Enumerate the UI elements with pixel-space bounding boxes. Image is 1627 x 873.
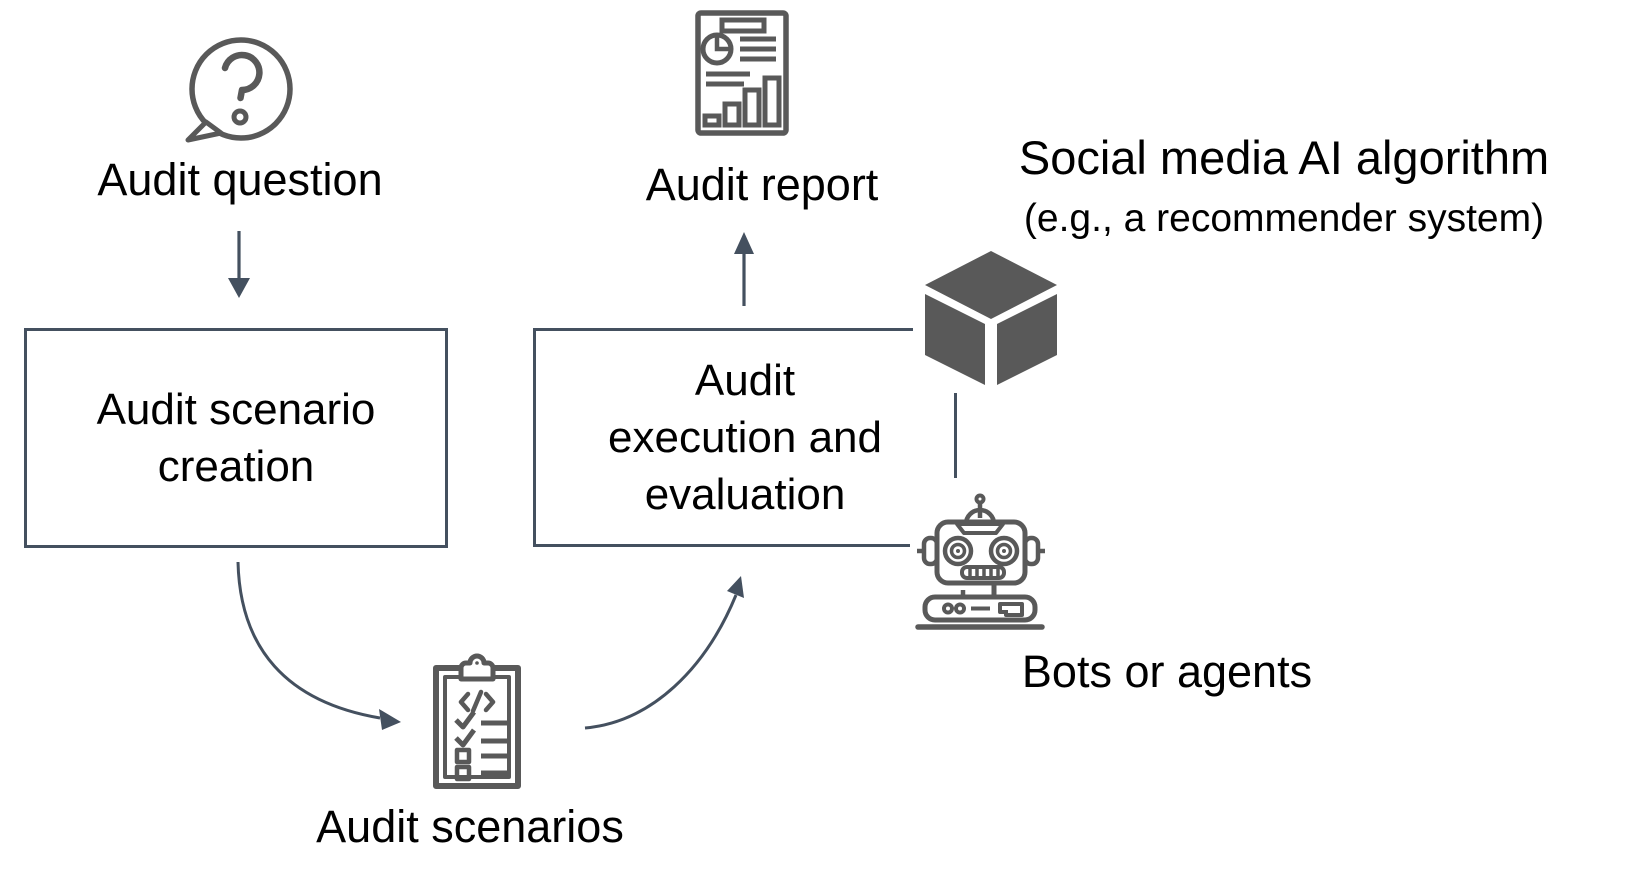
audit-execution-evaluation-text: Audit execution and evaluation (608, 356, 882, 519)
audit-question-label: Audit question (97, 154, 383, 205)
audit-scenarios-label: Audit scenarios (316, 801, 624, 852)
ai-algorithm-caption: Social media AI algorithm (e.g., a recom… (1008, 130, 1560, 244)
arrow-question-to-creation (228, 231, 250, 298)
audit-report-label: Audit report (645, 159, 879, 210)
cube-icon (913, 243, 1063, 393)
audit-scenario-creation-text: Audit scenario creation (96, 385, 376, 491)
ai-algorithm-title: Social media AI algorithm (1018, 131, 1550, 184)
arrow-creation-to-scenarios (236, 561, 401, 730)
audit-scenario-creation-box: Audit scenario creation (24, 328, 448, 548)
bots-agents-label: Bots or agents (1021, 646, 1313, 697)
arrow-execution-to-report (734, 232, 754, 306)
question-speech-bubble-icon (180, 30, 300, 148)
report-document-icon (692, 8, 792, 138)
clipboard-checklist-icon (428, 650, 528, 795)
robot-icon (910, 478, 1052, 635)
ai-algorithm-subtitle: (e.g., a recommender system) (1023, 197, 1545, 240)
audit-execution-evaluation-box: Audit execution and evaluation (533, 328, 957, 547)
arrow-scenarios-to-execution (584, 576, 744, 730)
